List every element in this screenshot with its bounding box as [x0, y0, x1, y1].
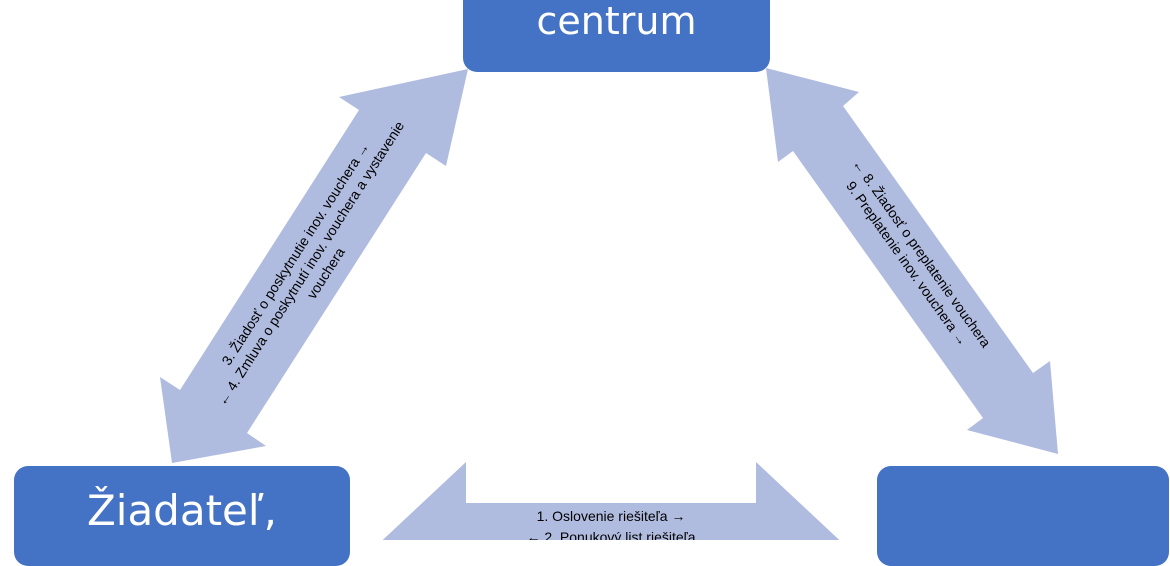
arrow-left-label-2: ← 4. Zmluva o poskytnutí inov. vouchera … [214, 118, 408, 408]
node-centrum-label: centrum [536, 0, 697, 43]
node-centrum: centrum [463, 0, 770, 72]
arrow-left-double [160, 69, 468, 463]
arrow-right-double [766, 68, 1058, 454]
arrow-bottom-label-2: ← 2. Ponukový list riešiteľa [526, 529, 695, 540]
arrow-bottom-double [382, 462, 840, 540]
node-ziadatel-label: Žiadateľ, [87, 486, 277, 535]
diagram-arrows: 3. Žiadosť o poskytnutie inov. vouchera … [160, 68, 1058, 540]
arrow-bottom-label-1: 1. Oslovenie riešiteľa → [537, 508, 686, 524]
